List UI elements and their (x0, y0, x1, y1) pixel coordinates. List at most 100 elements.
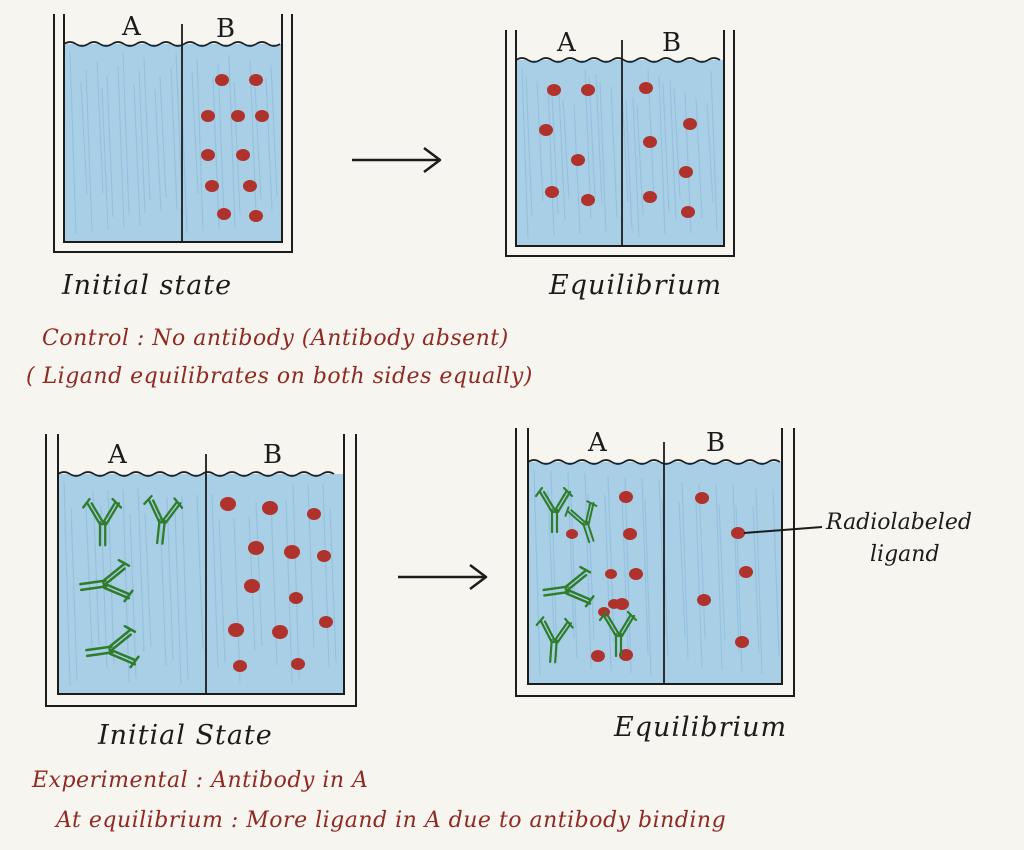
antibody-arm (108, 647, 137, 666)
water-streak (270, 64, 278, 198)
ligand-dot (319, 616, 333, 628)
water-streak (159, 511, 167, 667)
water-streak (636, 104, 644, 216)
water-streak (101, 87, 109, 231)
antibody-stem (155, 519, 166, 545)
ligands-layer (201, 74, 753, 672)
water-streak (772, 488, 780, 656)
water-streak (669, 79, 677, 221)
antibody-tip (117, 558, 134, 603)
ligand-dot (284, 545, 300, 559)
ligand-dot (228, 623, 244, 637)
antibody-tip (143, 494, 184, 509)
water-streak (610, 86, 618, 218)
water-streak (218, 518, 226, 664)
ligand-dot (317, 550, 331, 562)
ligand-dot (244, 579, 260, 593)
antibody-arm (602, 614, 622, 638)
antibody-arm (86, 502, 106, 526)
beaker-inner-wall-experimental-equilibrium (527, 428, 783, 685)
water-streak (211, 493, 219, 669)
water-streak (607, 475, 615, 643)
antibody (598, 610, 638, 658)
ligand-dot (643, 191, 657, 203)
water-streak (547, 85, 555, 237)
antibody (535, 616, 574, 664)
experimental-caption-line1: Experimental : Antibody in A (32, 768, 369, 793)
water-streak (137, 487, 145, 653)
antibody-arm (101, 562, 126, 587)
ligand-dot (619, 491, 633, 503)
water-surface-experimental-initial (57, 471, 335, 477)
water-streak (621, 91, 629, 203)
water-streak (547, 489, 555, 637)
ligand-dot (249, 74, 263, 86)
water-streak (710, 70, 718, 232)
water-streak (159, 75, 167, 199)
water-streak (329, 507, 337, 663)
water-streak (196, 58, 204, 232)
antibody-arm (564, 587, 592, 605)
ligand-dot (201, 110, 215, 122)
antibody (564, 500, 598, 544)
water-streak (254, 86, 262, 200)
ligand-dot (643, 136, 657, 148)
water-streak (661, 499, 669, 657)
ligand-dot (591, 650, 605, 662)
water-surface-experimental-equilibrium (527, 459, 781, 465)
ligand-dot (695, 492, 709, 504)
beaker-outer-wall-control-initial (53, 14, 293, 253)
ligand-dot (291, 658, 305, 670)
ligand-dot (545, 186, 559, 198)
antibody-tip (579, 565, 595, 608)
antibody-tip (598, 610, 638, 622)
antibody-stem (79, 579, 108, 592)
water-streak (644, 498, 652, 676)
water-streak (573, 103, 581, 235)
water-streak (170, 66, 178, 210)
water-streak (570, 492, 578, 660)
water-surface-control-initial (63, 41, 281, 47)
water-streak (63, 481, 71, 687)
ligand-dot (697, 594, 711, 606)
water-streak (322, 482, 330, 668)
water-streak (233, 517, 241, 683)
water-streak (588, 76, 596, 198)
ligand-dot (619, 649, 633, 661)
water-streak (706, 102, 714, 204)
ligand-dot (623, 528, 637, 540)
beaker-inner-wall-control-equilibrium (515, 30, 725, 247)
ligand-dot (217, 208, 231, 220)
antibody-arm (102, 581, 131, 600)
water-streak (525, 75, 533, 217)
water-streak (129, 513, 137, 679)
water-streak (174, 510, 182, 686)
water-streak (533, 469, 541, 677)
water-streak (133, 83, 141, 227)
water-streak (695, 97, 703, 219)
water-streak (567, 471, 575, 639)
beaker-outer-wall-experimental-initial (45, 434, 357, 707)
water-streak (191, 71, 199, 195)
antibody (534, 486, 574, 534)
water-streak (85, 69, 93, 233)
antibodies-layer (79, 486, 638, 669)
water-streak (641, 477, 649, 655)
ligand-dot (605, 569, 617, 579)
ligand-dot (248, 541, 264, 555)
ligand-dot (581, 84, 595, 96)
water-streak (595, 73, 603, 205)
ligand-dot (598, 607, 610, 617)
water-streak (681, 481, 689, 659)
beaker-control-equilibrium (505, 30, 735, 257)
beaker-control-initial (53, 14, 293, 253)
antibody-arm (584, 502, 595, 526)
ligand-dot (249, 210, 263, 222)
ligand-callout-line2: ligand (870, 542, 940, 567)
water-streak (92, 490, 100, 646)
water-streak (562, 98, 570, 200)
ligand-dot (231, 110, 245, 122)
process-arrow-top (352, 147, 442, 173)
ligand-callout-line (743, 526, 823, 534)
water-streak (166, 496, 174, 662)
